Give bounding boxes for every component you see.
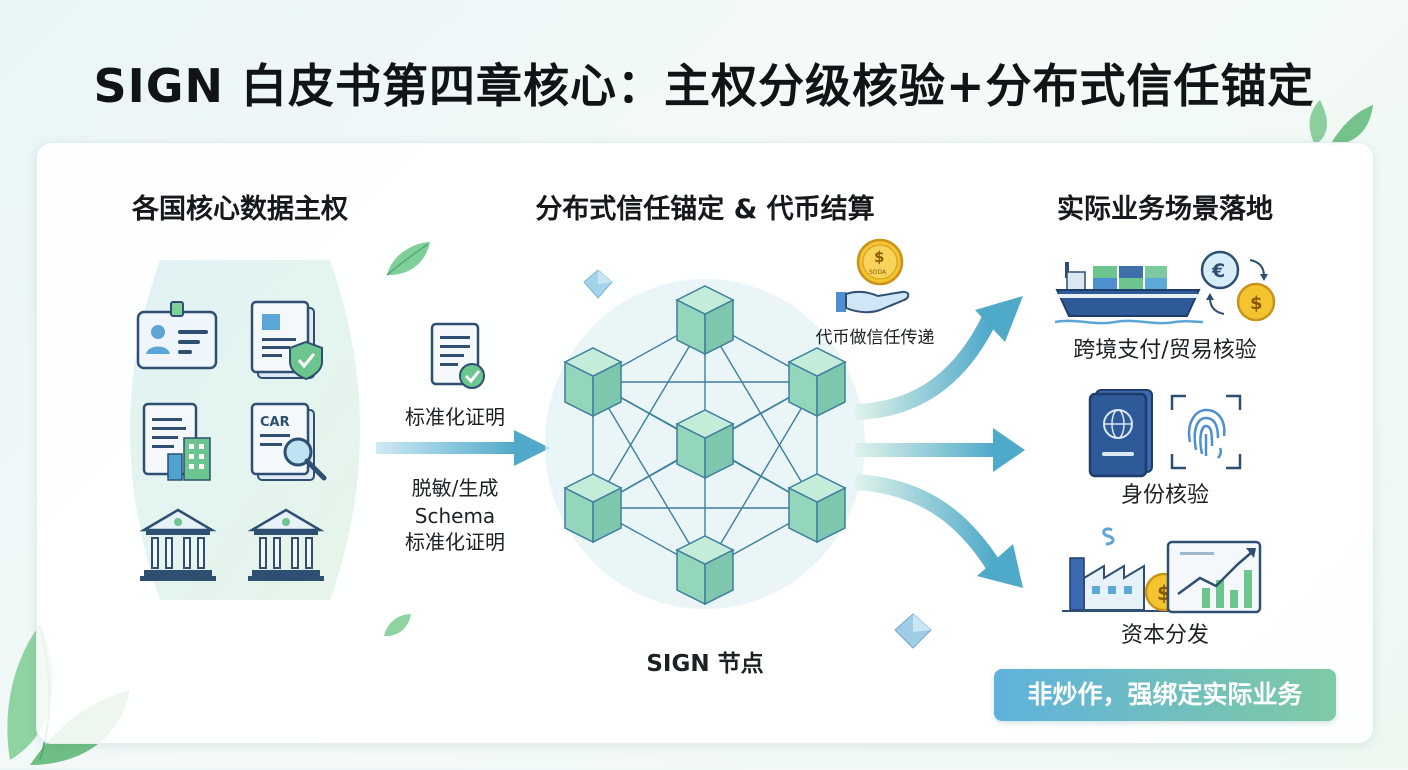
sign-node-label: SIGN 节点 (646, 651, 764, 677)
network-node-cube (787, 473, 847, 544)
car-document-magnifier-icon: CAR (250, 402, 327, 481)
leaf-decoration-top-right (1309, 100, 1373, 145)
network-node-cube (563, 473, 623, 544)
coin-dollar-sign: $ (874, 248, 884, 266)
column-title-data-sovereignty: 各国核心数据主权 (132, 194, 348, 225)
network-node-cube (675, 285, 735, 356)
fingerprint-icon (1170, 394, 1242, 470)
column-title-business-scenarios: 实际业务场景落地 (1057, 194, 1273, 225)
car-doc-label: CAR (260, 415, 290, 430)
crystal-icon (894, 613, 932, 649)
scenario-label-cross-border: 跨境支付/贸易核验 (1073, 338, 1257, 363)
network-node-cube (675, 535, 735, 606)
network-connection (592, 381, 706, 571)
document-shield-icon (250, 300, 323, 381)
growth-chart-icon (1166, 540, 1262, 614)
network-node-cube (675, 409, 735, 480)
floating-leaf-icon (384, 614, 411, 637)
scenario-label-capital: 资本分发 (1120, 623, 1209, 648)
network-node-cube (563, 347, 623, 418)
passport-icon (1088, 389, 1153, 478)
scenario-label-identity: 身份核验 (1120, 483, 1209, 508)
currency-exchange-icon: € $ (1200, 250, 1276, 322)
certified-document-icon (430, 322, 485, 389)
euro-sign: € (1211, 260, 1225, 282)
page-title: SIGN 白皮书第四章核心：主权分级核验+分布式信任锚定 (93, 59, 1315, 113)
floating-leaf-icon (386, 242, 430, 276)
sign-node-network (545, 279, 865, 609)
desensitize-label-line2: Schema (414, 504, 496, 528)
network-connection (704, 319, 818, 509)
coin-hand-icon: $ SODA (836, 238, 910, 314)
network-connection (592, 319, 706, 509)
id-card-icon (136, 301, 218, 370)
cargo-ship-icon (1054, 262, 1204, 325)
desensitize-label-line1: 脱敏/生成 (411, 476, 499, 500)
column-title-trust-anchor: 分布式信任锚定 & 代币结算 (535, 194, 875, 225)
desensitize-label-line3: 标准化证明 (405, 530, 505, 554)
slogan-banner: 非炒作，强绑定实际业务 (994, 669, 1336, 721)
document-buildings-icon (142, 402, 211, 481)
flow-arrows-to-scenarios (854, 296, 1025, 588)
network-node-cube (787, 347, 847, 418)
flow-arrow-to-network (376, 430, 550, 466)
government-building-icon (139, 508, 217, 581)
crystal-icon (583, 269, 613, 299)
coin-label: SODA (869, 269, 887, 276)
standard-cert-label: 标准化证明 (405, 405, 505, 429)
government-building-icon (247, 508, 325, 581)
network-connection (704, 381, 818, 571)
token-trust-label: 代币做信任传递 (815, 328, 935, 348)
dollar-sign: $ (1250, 293, 1263, 314)
